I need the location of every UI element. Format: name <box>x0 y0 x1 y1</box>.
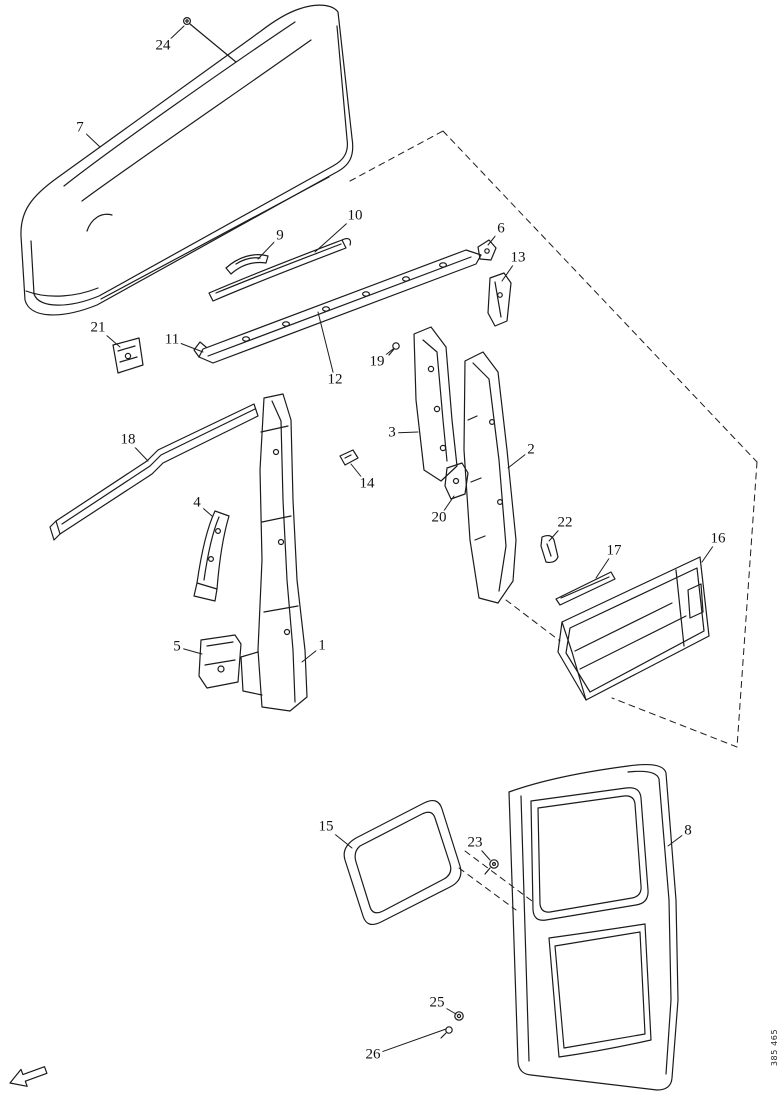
part-15-window-seal <box>343 799 462 926</box>
callout-11: 11 <box>162 331 182 348</box>
part-20-bracket <box>444 462 469 500</box>
callout-3: 3 <box>386 424 398 441</box>
callout-16: 16 <box>708 530 728 547</box>
callout-6: 6 <box>495 220 507 237</box>
callout-14: 14 <box>357 475 377 492</box>
part-9-reinforcement <box>225 254 269 275</box>
callout-7: 7 <box>74 119 86 136</box>
callout-10: 10 <box>345 207 365 224</box>
callout-21: 21 <box>88 319 108 336</box>
part-1-pillar <box>240 393 308 712</box>
leader-lines <box>79 25 719 1056</box>
part-5-bracket <box>198 634 242 689</box>
callout-9: 9 <box>274 227 286 244</box>
part-17-strip <box>555 571 616 606</box>
callout-18: 18 <box>118 431 138 448</box>
callout-20: 20 <box>429 509 449 526</box>
part-4-bracket <box>193 510 230 602</box>
part-11-end-bracket <box>193 341 207 358</box>
part-22-plate <box>540 534 559 564</box>
callout-1: 1 <box>316 637 328 654</box>
part-21-bracket <box>112 337 144 374</box>
part-23-screw <box>484 859 499 875</box>
callout-13: 13 <box>508 249 528 266</box>
callout-15: 15 <box>316 818 336 835</box>
part-26-screw <box>440 1026 453 1039</box>
callout-25: 25 <box>427 994 447 1011</box>
callout-23: 23 <box>465 834 485 851</box>
figure-code: 385 465 <box>769 1028 778 1067</box>
callout-5: 5 <box>171 638 183 655</box>
part-19-bolt <box>388 342 400 356</box>
part-25-grommet <box>454 1011 464 1021</box>
callout-2: 2 <box>525 441 537 458</box>
leader-line-12 <box>317 311 336 381</box>
callout-4: 4 <box>191 494 203 511</box>
callout-24: 24 <box>153 37 173 54</box>
part-13-bracket <box>487 272 512 327</box>
callout-19: 19 <box>367 353 387 370</box>
part-12-rail <box>193 249 482 364</box>
callout-8: 8 <box>682 822 694 839</box>
part-3-pillar <box>413 326 458 482</box>
callout-22: 22 <box>555 514 575 531</box>
assembly-dash-lines <box>349 130 758 911</box>
callout-26: 26 <box>363 1046 383 1063</box>
part-18-rail <box>49 403 259 541</box>
part-14-clip <box>339 449 359 466</box>
direction-arrow-icon <box>9 1066 48 1087</box>
part-2-pillar <box>463 351 517 604</box>
callout-17: 17 <box>604 542 624 559</box>
part-6-bracket <box>477 239 497 261</box>
callout-12: 12 <box>325 371 345 388</box>
part-8-quarter-panel <box>508 763 679 1091</box>
part-24-screw <box>183 17 237 63</box>
leader-line-26 <box>372 1028 447 1056</box>
part-10-rail <box>208 238 352 302</box>
part-16-panel <box>557 556 710 701</box>
part-7-roof-panel <box>20 4 354 316</box>
